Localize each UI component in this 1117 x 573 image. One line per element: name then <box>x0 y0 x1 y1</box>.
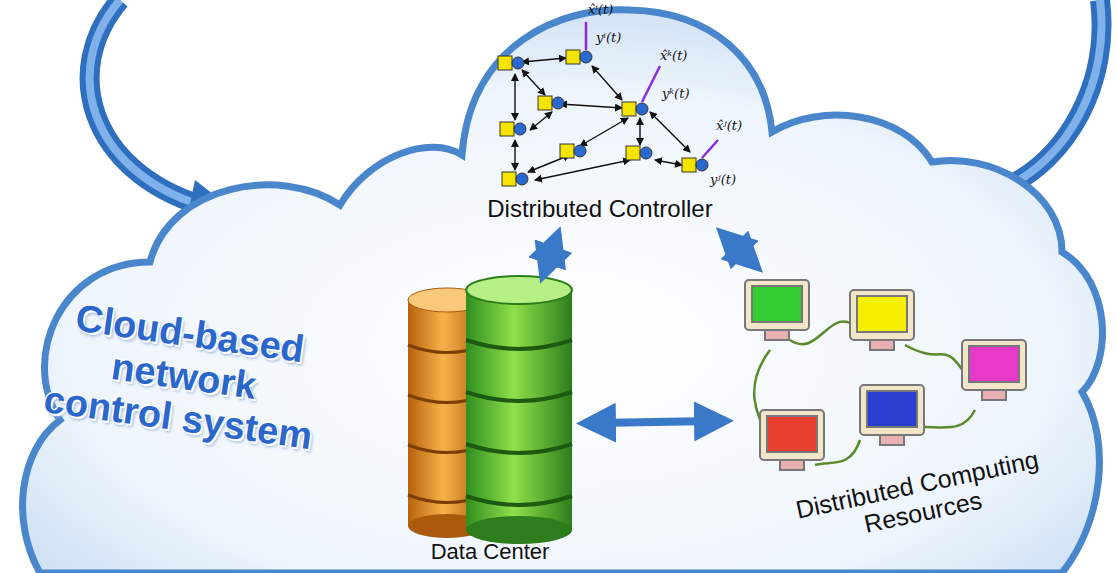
node-label: Distributed Controller <box>455 196 745 223</box>
signal-label: x̂ʲ(t) <box>716 118 742 133</box>
signal-label: yʲ(t) <box>710 172 736 187</box>
double-arrow <box>722 233 758 267</box>
node-label: Distributed Computing Resources <box>758 437 1083 558</box>
double-arrow <box>543 234 558 276</box>
double-arrow <box>584 421 726 424</box>
data-center-node: Data Center <box>400 280 580 570</box>
signal-label: yⁱ(t) <box>596 30 621 45</box>
computing-node: Distributed Computing Resources <box>730 270 1095 565</box>
signal-label: x̂ᵏ(t) <box>660 48 687 63</box>
signal-label: yᵏ(t) <box>662 86 689 101</box>
node-label: Data Center <box>400 540 580 565</box>
signal-label: x̂ⁱ(t) <box>588 2 613 17</box>
